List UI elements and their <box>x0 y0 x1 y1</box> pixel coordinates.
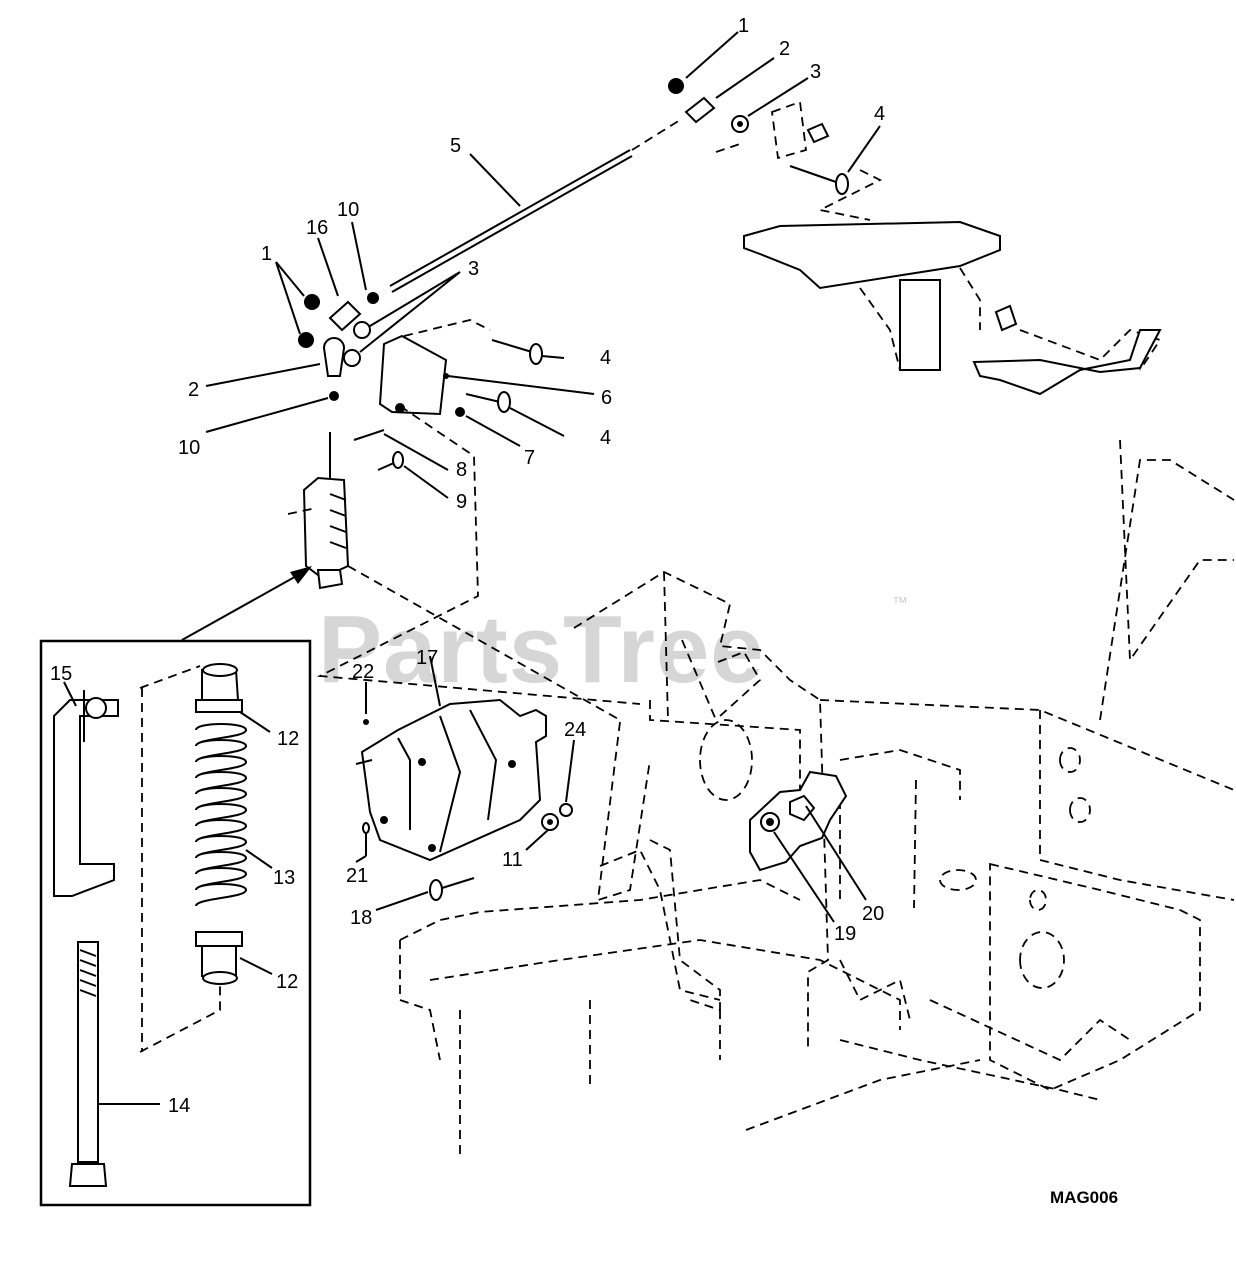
spring-inset <box>39 566 312 1207</box>
callout-12: 12 <box>276 971 298 993</box>
callout-21: 21 <box>346 865 368 887</box>
callout-22: 22 <box>352 661 374 683</box>
callout-4: 4 <box>600 427 611 449</box>
cam-plate <box>749 770 848 872</box>
callout-2: 2 <box>188 379 199 401</box>
callout-3: 3 <box>468 258 479 280</box>
pivot-part-2-top <box>684 96 716 124</box>
pedal-assembly <box>668 78 1162 396</box>
callout-8: 8 <box>456 459 467 481</box>
nut-part-1-top <box>668 78 684 94</box>
bolt-part-4-top <box>835 173 849 195</box>
cam-part-19-20 <box>749 770 848 872</box>
leader-lines <box>63 31 881 1105</box>
hydraulic-motor <box>355 698 573 901</box>
pivot-part-2-left <box>322 337 346 377</box>
pedal-plate <box>743 220 1001 290</box>
rod-part-5 <box>389 149 631 287</box>
control-rod <box>389 119 681 293</box>
frame-assembly <box>399 439 1235 1160</box>
callout-10: 10 <box>337 199 359 221</box>
callout-labels: 1 2 3 4 5 10 16 1 3 4 2 6 4 10 7 8 9 15 … <box>50 15 885 1117</box>
callout-11: 11 <box>502 849 523 871</box>
pedal-arm <box>899 279 941 371</box>
callout-19: 19 <box>834 923 856 945</box>
watermark-text: PartsTree <box>318 596 765 703</box>
callout-20: 20 <box>862 903 884 925</box>
spring-part-13 <box>195 723 248 907</box>
callout-14: 14 <box>168 1095 190 1117</box>
plate-part-6 <box>378 334 448 416</box>
bolt-part-14 <box>77 941 99 1163</box>
callout-16: 16 <box>306 217 328 239</box>
callout-24: 24 <box>564 719 586 741</box>
spring-assembly-housing <box>302 476 350 580</box>
callout-15: 15 <box>50 663 72 685</box>
callout-4: 4 <box>874 103 885 125</box>
callout-1: 1 <box>261 243 272 265</box>
callout-3: 3 <box>810 61 821 83</box>
callout-5: 5 <box>450 135 461 157</box>
motor-part-17 <box>360 698 547 862</box>
callout-1: 1 <box>738 15 749 37</box>
pedal-lever <box>972 329 1162 396</box>
diagram-code: MAG006 <box>1050 1188 1118 1207</box>
callout-18: 18 <box>350 907 372 929</box>
callout-6: 6 <box>601 387 612 409</box>
inset-frame <box>39 639 312 1207</box>
callout-4: 4 <box>600 347 611 369</box>
callout-10: 10 <box>178 437 200 459</box>
callout-9: 9 <box>456 491 467 513</box>
callout-13: 13 <box>273 867 295 889</box>
linkage-assembly <box>287 292 641 721</box>
callout-7: 7 <box>524 447 535 469</box>
callout-12: 12 <box>277 728 299 750</box>
callout-2: 2 <box>779 38 790 60</box>
clevis-part-16 <box>328 300 362 332</box>
watermark-trademark: ™ <box>892 595 908 612</box>
bracket-part-15 <box>53 699 119 897</box>
callout-17: 17 <box>416 647 438 669</box>
